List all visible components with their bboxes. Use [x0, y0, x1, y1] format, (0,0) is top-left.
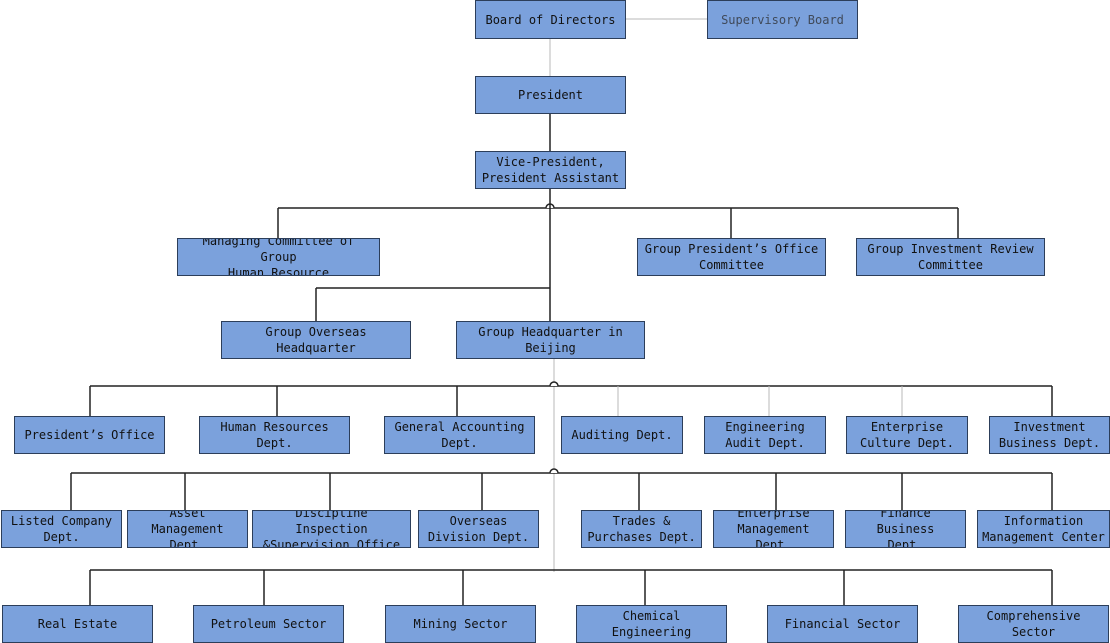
node-board-of-directors[interactable]: Board of Directors	[475, 0, 626, 39]
node-beijing-headquarter[interactable]: Group Headquarter in Beijing	[456, 321, 645, 359]
node-trades-purchases-dept[interactable]: Trades & Purchases Dept.	[581, 510, 702, 548]
node-listed-company-dept[interactable]: Listed Company Dept.	[1, 510, 122, 548]
node-chemical-engineering[interactable]: Chemical Engineering	[576, 605, 727, 643]
node-auditing-dept[interactable]: Auditing Dept.	[561, 416, 683, 454]
node-overseas-division-dept[interactable]: Overseas Division Dept.	[418, 510, 539, 548]
node-mining-sector[interactable]: Mining Sector	[385, 605, 536, 643]
node-hr-dept[interactable]: Human Resources Dept.	[199, 416, 350, 454]
node-finance-business-dept[interactable]: Finance Business Dept.	[845, 510, 966, 548]
node-hr-committee[interactable]: Managing Committee of Group Human Resour…	[177, 238, 380, 276]
node-presidents-office[interactable]: President’s Office	[14, 416, 165, 454]
node-engineering-audit-dept[interactable]: Engineering Audit Dept.	[704, 416, 826, 454]
node-real-estate[interactable]: Real Estate	[2, 605, 153, 643]
node-comprehensive-sector[interactable]: Comprehensive Sector	[958, 605, 1109, 643]
node-information-management-center[interactable]: Information Management Center	[977, 510, 1110, 548]
node-investment-business-dept[interactable]: Investment Business Dept.	[989, 416, 1110, 454]
connector-hop	[549, 381, 559, 387]
connector-hop	[549, 468, 559, 474]
node-vice-president[interactable]: Vice-President, President Assistant	[475, 151, 626, 189]
node-supervisory-board[interactable]: Supervisory Board	[707, 0, 858, 39]
node-president[interactable]: President	[475, 76, 626, 114]
node-enterprise-culture-dept[interactable]: Enterprise Culture Dept.	[846, 416, 968, 454]
node-asset-management-dept[interactable]: Asset Management Dept.	[127, 510, 248, 548]
node-overseas-headquarter[interactable]: Group Overseas Headquarter	[221, 321, 411, 359]
node-petroleum-sector[interactable]: Petroleum Sector	[193, 605, 344, 643]
node-enterprise-management-dept[interactable]: Enterprise Management Dept.	[713, 510, 834, 548]
node-presidents-office-committee[interactable]: Group President’s Office Committee	[637, 238, 826, 276]
node-discipline-inspection-office[interactable]: Discipline Inspection &Supervision Offic…	[252, 510, 411, 548]
node-financial-sector[interactable]: Financial Sector	[767, 605, 918, 643]
node-general-accounting-dept[interactable]: General Accounting Dept.	[384, 416, 535, 454]
node-investment-review-committee[interactable]: Group Investment Review Committee	[856, 238, 1045, 276]
